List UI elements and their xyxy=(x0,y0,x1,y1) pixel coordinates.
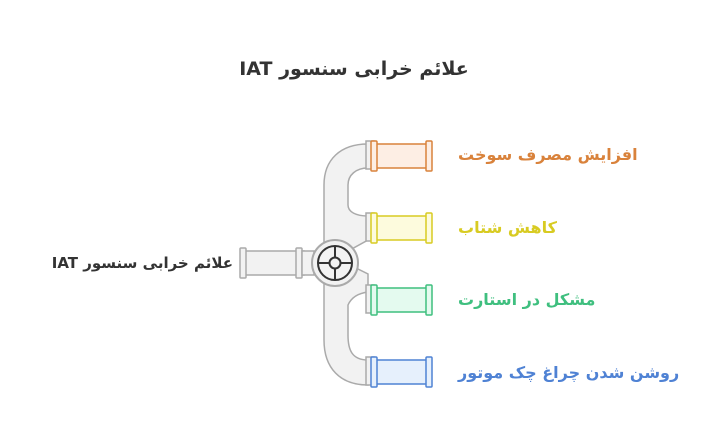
branch-pipe-3 xyxy=(365,284,433,316)
diagram-title: علائم خرابی سنسور IAT xyxy=(239,58,469,80)
item-label-reduced-acceleration: کاهش شتاب xyxy=(458,218,557,237)
item-label-check-engine: روشن شدن چراغ چک موتور xyxy=(458,363,680,382)
branch-pipe-2 xyxy=(365,212,433,244)
item-label-starting-problem: مشکل در استارت xyxy=(458,290,596,309)
branch-pipe-1 xyxy=(365,140,433,172)
item-label-fuel-consumption: افزایش مصرف سوخت xyxy=(458,145,638,164)
branch-pipe-4 xyxy=(365,356,433,388)
valve-icon xyxy=(311,239,359,287)
source-label: علائم خرابی سنسور IAT xyxy=(51,254,233,272)
source-pipe xyxy=(239,247,315,279)
